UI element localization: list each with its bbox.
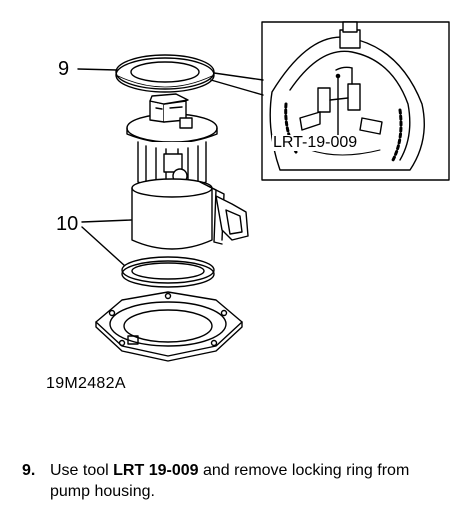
callout-9: 9 [58,58,70,80]
fuel-pump-module-drawing [126,93,249,250]
fuel-pump-exploded-illustration: 9 10 LRT-19-009 19M2482A [46,21,450,392]
fuel-pump-drawing [77,21,450,362]
leader-line-9 [77,68,118,71]
inset-detail-box [261,21,450,181]
locking-ring-drawing [115,54,215,93]
step-text-after: and remove locking ring from pump housin… [50,462,410,500]
inset-connector-bottom [210,79,264,96]
instruction-step: 9. Use tool LRT 19-009 and remove lockin… [22,460,452,502]
inset-connector-top [213,72,264,81]
step-tool-name: LRT 19-009 [113,462,199,479]
step-number: 9. [22,462,36,479]
step-text-before: Use tool [50,462,114,479]
leader-line-10-seal [81,226,126,267]
inset-tool-label: LRT-19-009 [272,134,359,151]
tank-flange-drawing [95,291,243,362]
step-text: Use tool LRT 19-009 and remove locking r… [50,460,452,502]
callout-10: 10 [56,213,79,235]
figure-reference: 19M2482A [46,375,126,392]
leader-line-10 [81,219,132,223]
seal-ring-drawing [121,256,215,288]
